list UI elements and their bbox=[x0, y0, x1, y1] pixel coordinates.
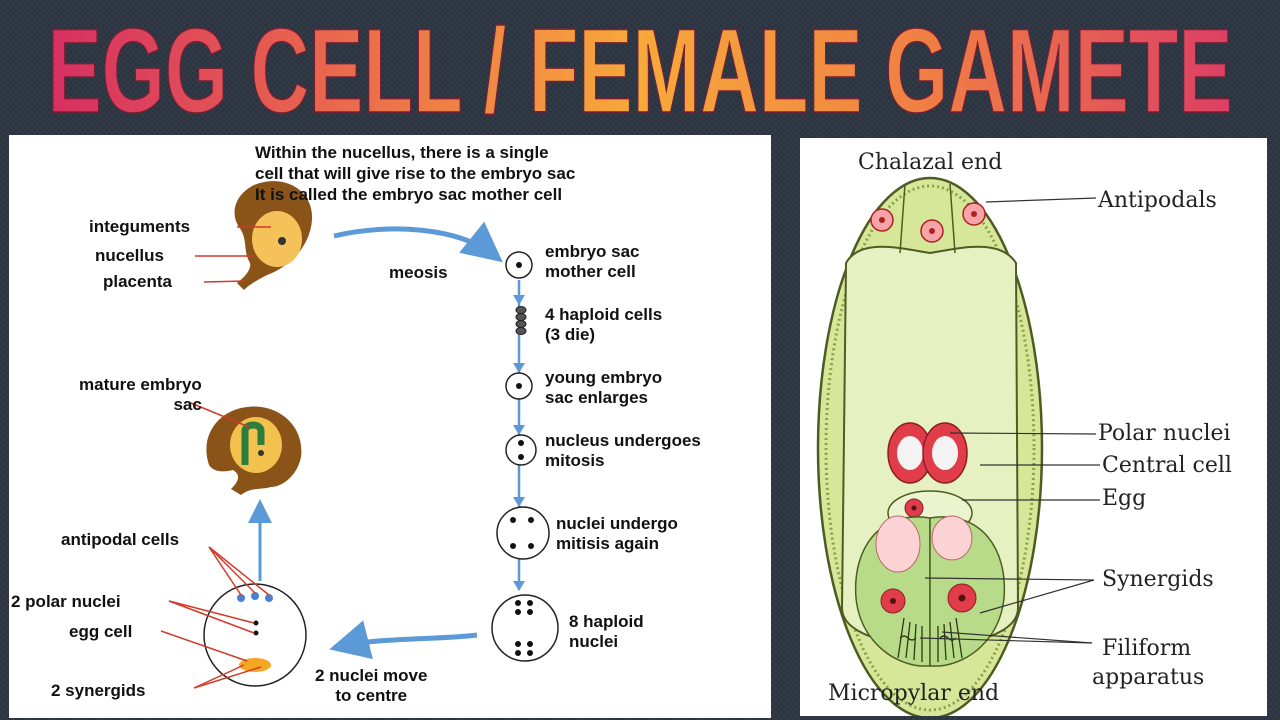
intro-text: Within the nucellus, there is a single c… bbox=[255, 142, 755, 205]
development-diagram bbox=[160, 181, 559, 689]
mitosis-icon bbox=[505, 434, 537, 466]
step-label: 4 haploid cells (3 die) bbox=[545, 305, 663, 344]
embryo-sac-mother-cell-icon bbox=[505, 251, 533, 279]
mature-embryo-sac-label: mature embryo sac bbox=[79, 375, 202, 414]
apparatus-label: apparatus bbox=[1092, 665, 1205, 690]
page-title: EGG CELL / FEMALE GAMETE bbox=[48, 4, 1233, 125]
egg-cell-label: egg cell bbox=[69, 622, 133, 641]
step-label: nucleus undergoes mitosis bbox=[545, 431, 701, 470]
intro-line: Within the nucellus, there is a single bbox=[255, 143, 549, 162]
step-label: 8 haploid nuclei bbox=[569, 612, 644, 651]
integuments-label: integuments bbox=[89, 217, 191, 236]
placenta-label: placenta bbox=[103, 272, 172, 291]
filiform-apparatus bbox=[897, 617, 963, 662]
four-haploid-cells-icon bbox=[515, 306, 527, 335]
meosis-label: meosis bbox=[389, 263, 448, 282]
antipodal-cells bbox=[870, 202, 986, 243]
intro-line: It is called the embryo sac mother cell bbox=[255, 185, 563, 204]
filiform-label: Filiform bbox=[1102, 636, 1192, 661]
synergids-label: 2 synergids bbox=[51, 681, 146, 700]
embryo-sac-development-panel: Within the nucellus, there is a single c… bbox=[9, 135, 771, 718]
antipodal-cells-label: antipodal cells bbox=[61, 530, 180, 549]
polar-nuclei bbox=[887, 422, 968, 484]
step-label: young embryo sac enlarges bbox=[545, 368, 663, 407]
central-cell-label: Central cell bbox=[1102, 453, 1232, 478]
intro-line: cell that will give rise to the embryo s… bbox=[255, 164, 576, 183]
polar-nuclei-label: Polar nuclei bbox=[1098, 421, 1231, 446]
mature-embryo-sac-panel: Chalazal end Micropylar end Antipodals P… bbox=[800, 138, 1267, 716]
second-mitosis-icon bbox=[496, 506, 550, 560]
move-to-centre-label: 2 nuclei move to centre bbox=[315, 666, 428, 705]
polar-nuclei-label: 2 polar nuclei bbox=[11, 592, 121, 611]
final-embryo-sac-icon bbox=[203, 583, 307, 687]
meosis-arrow bbox=[333, 221, 503, 263]
synergids-label: Synergids bbox=[1102, 567, 1214, 592]
mature-embryo-sac-illustration bbox=[206, 406, 302, 495]
embryo-sac-diagram bbox=[816, 176, 1100, 716]
micropylar-end-label: Micropylar end bbox=[828, 681, 1000, 706]
chalazal-end-label: Chalazal end bbox=[858, 150, 1003, 175]
nucellus-label: nucellus bbox=[95, 246, 164, 265]
title-banner: EGG CELL / FEMALE GAMETE bbox=[47, 3, 1234, 125]
synergids bbox=[854, 515, 1006, 667]
eight-haploid-nuclei-icon bbox=[491, 594, 559, 662]
move-to-centre-arrow bbox=[329, 620, 478, 660]
egg-label: Egg bbox=[1102, 486, 1147, 511]
step-label: nuclei undergo mitisis again bbox=[556, 514, 678, 553]
step-label: embryo sac mother cell bbox=[545, 242, 640, 281]
young-embryo-sac-icon bbox=[505, 372, 533, 400]
antipodals-label: Antipodals bbox=[1098, 188, 1217, 213]
ovule-illustration bbox=[234, 181, 313, 290]
